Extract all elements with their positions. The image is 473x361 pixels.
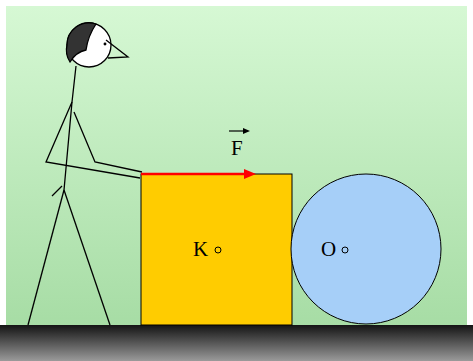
ball: O <box>291 174 441 324</box>
point-label: K <box>193 239 208 260</box>
ball-shape <box>291 174 441 324</box>
point-label: O <box>321 239 336 260</box>
force-label: F <box>231 138 243 159</box>
block: K <box>141 174 292 325</box>
background <box>6 6 467 331</box>
vector-sign <box>229 128 250 134</box>
stick-figure <box>28 23 142 325</box>
center-point <box>342 247 348 253</box>
force-arrow <box>141 169 256 179</box>
center-point <box>215 247 221 253</box>
floor <box>0 325 473 361</box>
block-shape <box>141 174 292 325</box>
